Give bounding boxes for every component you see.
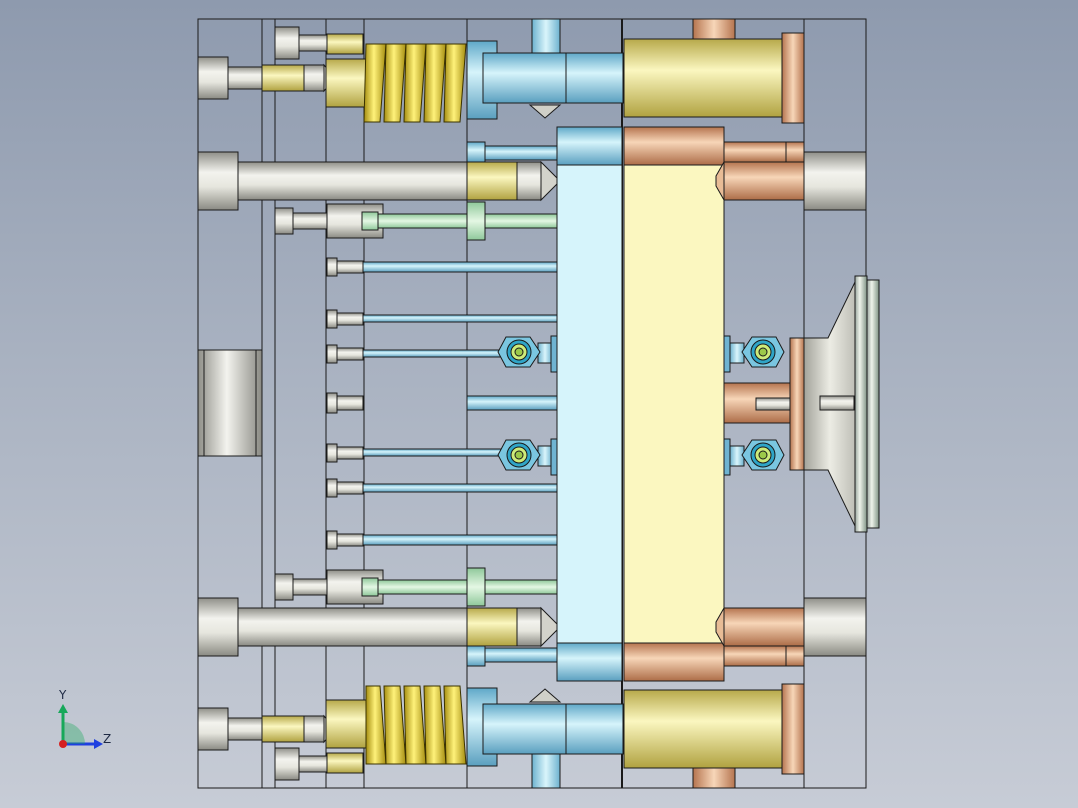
- cavity-plate-top: [623, 126, 725, 166]
- return-pin-top: [197, 141, 867, 211]
- cooling-fitting-left-upper: [497, 335, 558, 373]
- locating-ring: [854, 275, 880, 533]
- sleeve-ejector-top: [274, 201, 558, 241]
- cooling-fitting-right-lower: [723, 438, 785, 476]
- sprue-bushing: [723, 279, 857, 529]
- sleeve-ejector-bottom: [274, 567, 558, 607]
- core-plate-top: [556, 126, 623, 166]
- top-coil-spring: [363, 43, 467, 123]
- core-plate-bottom: [556, 642, 623, 682]
- bottom-spring-assembly: [197, 683, 805, 789]
- cooling-fitting-left-lower: [497, 438, 558, 476]
- support-pillar: [197, 349, 263, 457]
- bottom-coil-spring: [365, 685, 467, 765]
- cavity-plate-bottom: [623, 642, 725, 682]
- ejector-pin: [326, 392, 558, 414]
- ejector-pin: [326, 443, 504, 463]
- triad-y-label: Y: [59, 688, 67, 702]
- cavity-insert-block: [623, 164, 725, 644]
- ejector-pin: [326, 257, 558, 277]
- triad-z-label: Z: [103, 732, 112, 746]
- top-spring-assembly: [197, 18, 805, 124]
- return-pin-bottom: [197, 597, 867, 667]
- ejector-pin: [326, 344, 504, 364]
- core-insert-block: [556, 164, 623, 644]
- coordinate-triad: [58, 704, 103, 749]
- ejector-pin: [326, 478, 558, 498]
- ejector-pin: [326, 309, 558, 329]
- ejector-pins: [326, 257, 558, 550]
- cooling-fitting-right-upper: [723, 335, 785, 373]
- ejector-pin: [326, 530, 558, 550]
